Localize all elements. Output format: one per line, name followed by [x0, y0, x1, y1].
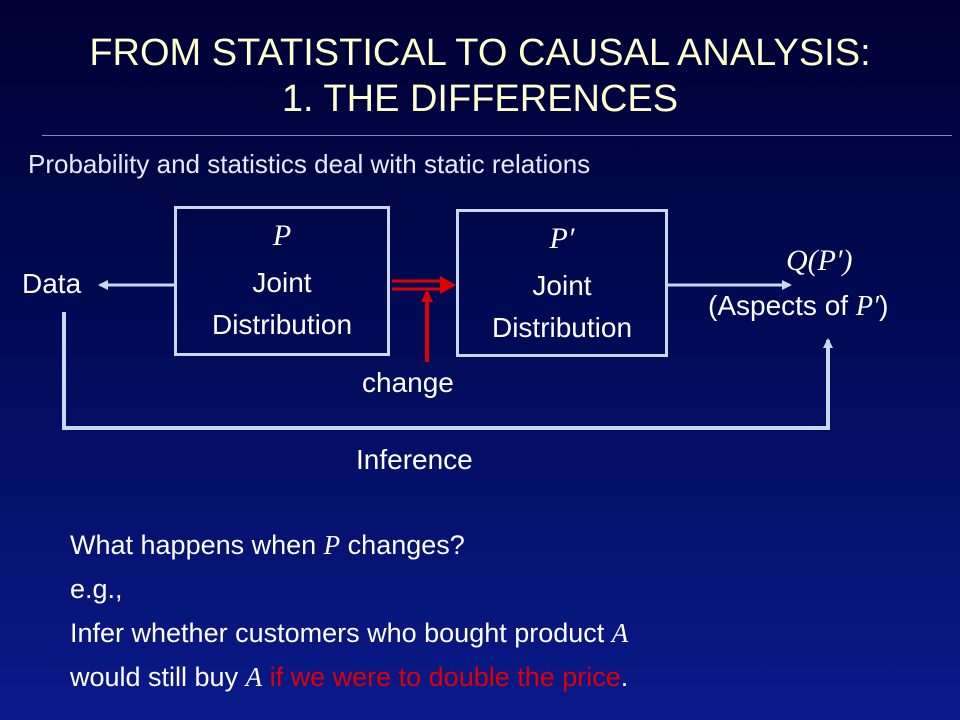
example-line-2: would still buy A if we were to double t… — [70, 662, 628, 693]
question-prefix: What happens when — [70, 530, 324, 560]
example-line1-symbol: A — [611, 618, 629, 648]
example-line-1: Infer whether customers who bought produ… — [70, 618, 628, 649]
aspects-prefix: (Aspects of — [708, 290, 856, 321]
box1-line2: Distribution — [211, 309, 353, 340]
aspects-symbol: P′ — [855, 291, 880, 322]
data-label: Data — [22, 268, 82, 299]
box2-line1: Joint — [532, 270, 592, 301]
subtitle: Probability and statistics deal with sta… — [28, 149, 591, 179]
box2-line2: Distribution — [491, 312, 633, 343]
query-symbol: Q(P′) — [786, 244, 853, 277]
example-line1-prefix: Infer whether customers who bought produ… — [70, 618, 612, 648]
box1-line1: Joint — [252, 267, 312, 298]
question-symbol: P — [323, 530, 341, 560]
eg-line: e.g., — [70, 574, 123, 604]
example-line2-prefix: would still buy — [70, 662, 246, 692]
joint-distribution-box-p-prime: P′ Joint Distribution — [456, 209, 668, 357]
box2-symbol: P′ — [549, 222, 575, 255]
title-line-2: 1. THE DIFFERENCES — [281, 78, 679, 120]
query-aspects: (Aspects of P′) — [708, 290, 888, 323]
inference-loop — [62, 312, 833, 430]
change-arrow-head — [440, 276, 456, 294]
title-line-1: FROM STATISTICAL TO CAUSAL ANALYSIS: — [89, 32, 871, 74]
example-line2-red: if we were to double the price — [262, 662, 621, 692]
joint-distribution-box-p: P Joint Distribution — [174, 206, 390, 356]
change-label: change — [362, 367, 454, 398]
aspects-suffix: ) — [879, 290, 889, 321]
title-divider — [42, 135, 952, 136]
box1-symbol: P — [272, 219, 292, 252]
inference-label: Inference — [356, 444, 473, 475]
example-line2-suffix: . — [620, 662, 629, 692]
question-suffix: changes? — [340, 530, 465, 560]
example-line2-symbol: A — [245, 662, 263, 692]
slide-title: FROM STATISTICAL TO CAUSAL ANALYSIS: 1. … — [0, 30, 960, 122]
question-line: What happens when P changes? — [70, 530, 465, 561]
